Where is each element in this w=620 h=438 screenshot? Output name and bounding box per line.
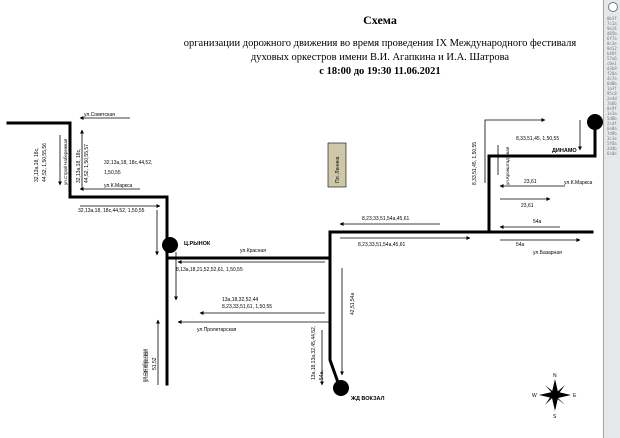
route-dinamo1: 8,33,51,45, 1,50,55	[472, 142, 478, 185]
street-proletarskaya: ул.Пролетарская	[197, 327, 237, 333]
route-mid3: 32,13а,18, 18с,44,52, 1,50,55	[78, 208, 145, 214]
route-mid2: 1,50,55	[104, 170, 121, 176]
street-kronshtadtskaya: ул.Кронштадтская	[505, 146, 510, 185]
route-vokzal3: 42,51,54а	[350, 293, 356, 315]
street-kmarxa-right: ул.К.Маркса	[564, 180, 593, 186]
compass-e: E	[573, 393, 577, 399]
route-okt2: 51,52	[152, 357, 158, 370]
route-okt1: 59,Октябрьская	[142, 348, 147, 382]
map-time: с 18:00 до 19:30 11.06.2021	[319, 66, 441, 77]
route-vokzal2: 54а,	[319, 370, 325, 380]
route-2361b: 23,61	[521, 203, 534, 209]
map-subtitle-line2: духовых оркестров имени В.И. Агапкина и …	[250, 52, 510, 63]
arrow-dinamo1	[484, 118, 546, 183]
route-left-v2: 44,52, 1,50,55,56	[42, 143, 48, 182]
route-prolet2: 8,23,33,51,61, 1,50,55	[222, 304, 272, 310]
route-vokzal1: 13а,18,13а,32,45,44,52,	[311, 326, 317, 380]
road-sovetskaya	[6, 121, 169, 243]
route-2361a: 23,61	[524, 179, 537, 185]
scrollbar-sidebar[interactable]: 0b3f7c1a9e24d85b6f7a0c3e9d12b48f57a6c0e1…	[603, 0, 620, 438]
route-kr1: 8,23,33,51,54а,45,61	[362, 216, 409, 222]
route-left-v3: 32,13а,18, 18с,	[76, 149, 82, 183]
street-oktyabrskaya: ул.Октябрьская	[144, 349, 149, 382]
street-stroy: ул.Строй Набережная	[62, 138, 68, 185]
route-dinamo2: 8,33,51,45, 1,50,55	[516, 136, 559, 142]
road-dinamo	[487, 120, 597, 234]
compass-s: S	[553, 414, 557, 420]
stop-c-rynok-label: Ц.РЫНОК	[184, 241, 211, 247]
street-krasnaya: ул.Красная	[240, 248, 266, 254]
route-rynok: 8,13а,18,21,52,52,61, 1,50,55	[176, 267, 243, 273]
sidebar-marker-icon	[608, 2, 618, 12]
route-left-v1: 32,13а,18, 18с,	[34, 148, 40, 182]
stop-c-rynok-icon[interactable]	[162, 237, 178, 253]
compass-w: W	[532, 393, 537, 399]
route-prolet1: 13а,18,32,52,44	[222, 297, 258, 303]
road-to-vokzal	[328, 256, 342, 390]
map-subtitle-line1: организации дорожного движения во время …	[183, 38, 577, 49]
stop-dinamo-label: ДИНАМО	[552, 148, 577, 154]
stop-dinamo-icon[interactable]	[587, 114, 603, 130]
street-sovetskaya: ул.Советская	[84, 112, 115, 118]
route-arrows	[58, 116, 582, 386]
road-krasnaya-h	[165, 230, 594, 260]
road-network	[6, 120, 597, 390]
street-lenin-monument: Пл. Ленина	[335, 156, 341, 183]
route-mid1: 32,13а,18, 18с,44,52,	[104, 160, 152, 166]
route-left-v4: 44,52, 1,50,55,57	[84, 144, 90, 183]
street-kmarxa-left: ул.К.Маркса	[104, 183, 133, 189]
sidebar-code: 0b3f7c1a9e24d85b6f7a0c3e9d12b48f57a6c0e1…	[607, 16, 617, 156]
map-title: Схема	[363, 13, 397, 27]
lenin-monument-icon	[327, 142, 347, 188]
route-54a-b: 54а	[516, 242, 525, 248]
compass-n: N	[553, 373, 557, 379]
route-kr2: 8,23,33,51,54а,45,61	[358, 242, 405, 248]
stop-zhd-vokzal-icon[interactable]	[333, 380, 349, 396]
stop-zhd-vokzal-label: ЖД ВОКЗАЛ	[350, 396, 385, 402]
compass-rose-icon: N S W E	[532, 373, 577, 420]
street-bazarnaya: ул.Базарная	[533, 250, 562, 256]
route-54a-a: 54а	[533, 219, 542, 225]
